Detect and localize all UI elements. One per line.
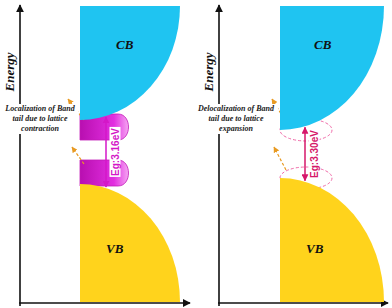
- band-label: VB: [106, 242, 123, 256]
- energy-axis: [19, 5, 21, 306]
- band-shape: [280, 6, 384, 130]
- leader-line: [72, 147, 84, 164]
- band-shape: [80, 6, 180, 120]
- band-label: CB: [314, 38, 331, 52]
- band-fill: [280, 6, 384, 130]
- x-axis: [19, 302, 190, 304]
- callout-note: Localization of Band tail due to lattice…: [2, 104, 78, 134]
- band-shape: [80, 184, 180, 302]
- valence-band: VB: [280, 178, 384, 302]
- band-gap-arrow: [304, 127, 306, 180]
- callout-note: Delocalization of Band tail due to latti…: [194, 104, 278, 134]
- x-axis: [218, 302, 388, 304]
- band-fill: [80, 6, 180, 120]
- axis-title: Energy: [3, 53, 17, 92]
- conduction-band: CB: [280, 6, 384, 130]
- axis-title: Energy: [202, 53, 216, 92]
- leader-line: [274, 147, 286, 170]
- band-gap-arrow: [105, 117, 107, 187]
- band-tail: [80, 160, 129, 186]
- valence-band: VB: [80, 184, 180, 302]
- conduction-band: CB: [80, 6, 180, 120]
- energy-axis: [218, 5, 220, 306]
- band-shape: [280, 178, 384, 302]
- band-fill: [80, 184, 180, 302]
- band-label: VB: [306, 242, 323, 256]
- band-fill: [280, 178, 384, 302]
- band-gap-value: Eg:3.16eV: [110, 127, 121, 177]
- band-label: CB: [116, 38, 133, 52]
- band-gap-value: Eg:3.30eV: [309, 129, 320, 179]
